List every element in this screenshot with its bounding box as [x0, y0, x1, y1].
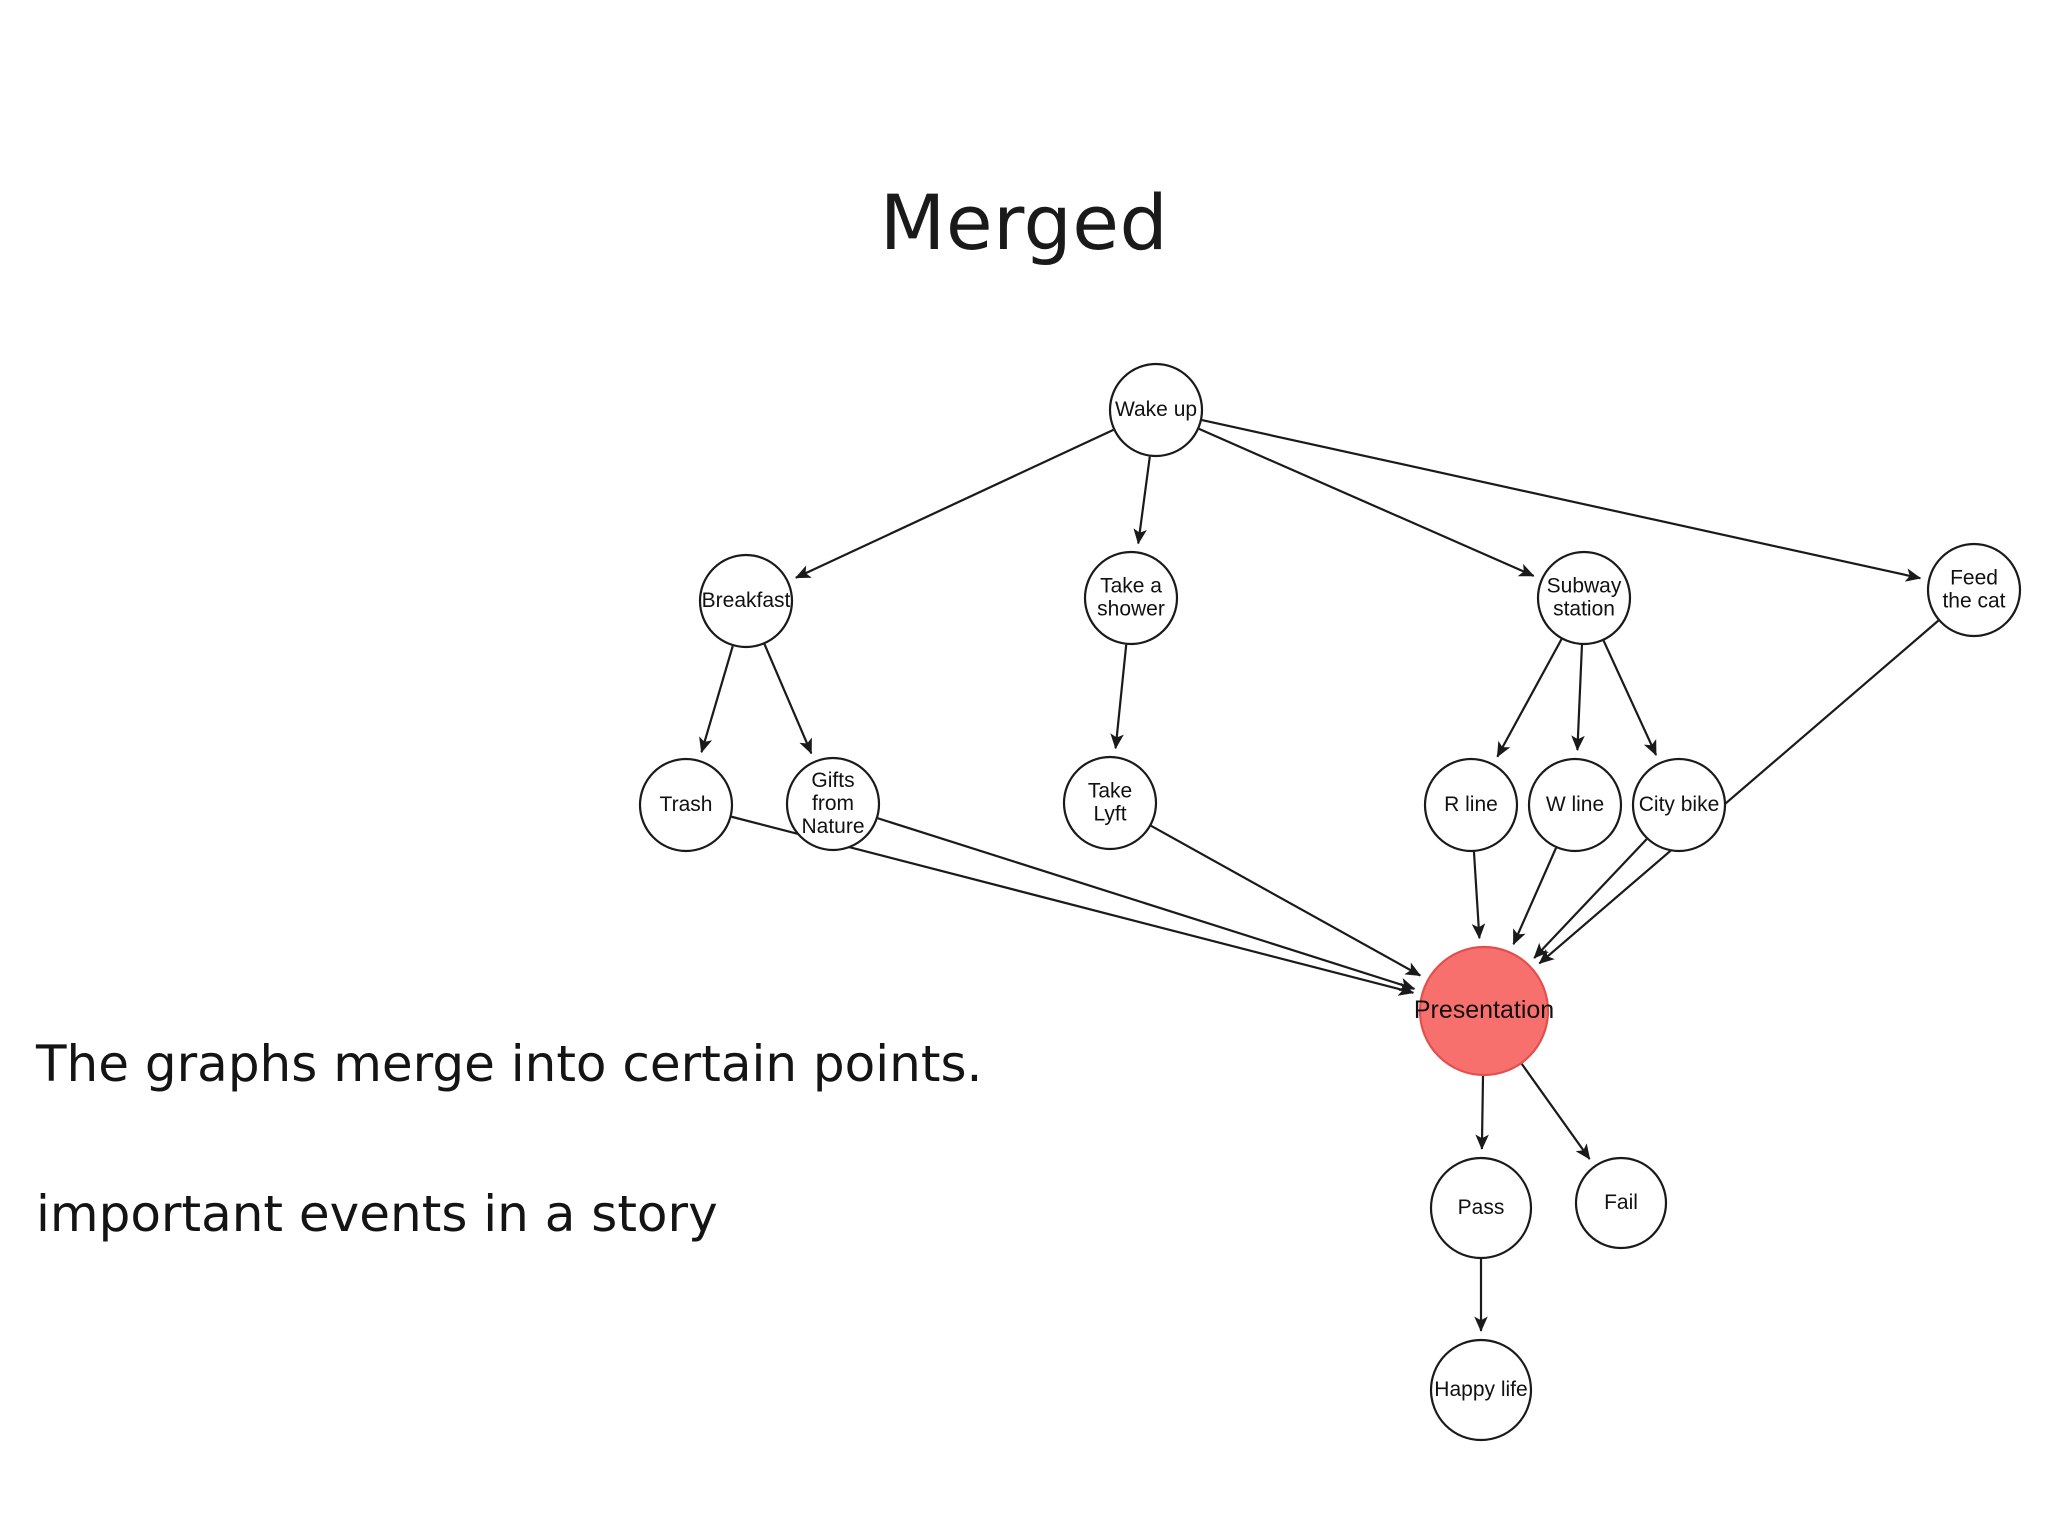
node-shape — [1631, 757, 1727, 853]
graph-edge-subway_station-to-r_line — [1496, 638, 1563, 758]
node-shape — [1527, 757, 1623, 853]
graph-edge-w_line-to-presentation — [1512, 847, 1558, 946]
graph-edge-subway_station-to-city_bike — [1602, 640, 1658, 756]
graph-node-fail[interactable]: Fail — [1574, 1156, 1668, 1250]
page-title: Merged — [879, 178, 1169, 267]
node-label: Pass — [1458, 1196, 1505, 1219]
node-shape — [1423, 757, 1519, 853]
node-shape — [1429, 1156, 1533, 1260]
body-text-line-1: The graphs merge into certain points. — [36, 1035, 983, 1093]
graph-node-trash[interactable]: Trash — [638, 757, 734, 853]
node-label: W line — [1546, 793, 1604, 816]
node-label: Fail — [1604, 1191, 1638, 1214]
node-shape — [1926, 542, 2022, 638]
graph-node-r_line[interactable]: R line — [1423, 757, 1519, 853]
graph-edge-presentation-to-pass — [1475, 1075, 1489, 1150]
node-label: Happy life — [1434, 1378, 1527, 1401]
graph-edge-subway_station-to-w_line — [1571, 644, 1585, 751]
graph-edge-take_a_shower-to-take_lyft — [1110, 644, 1128, 750]
node-shape — [1536, 550, 1632, 646]
node-label: Presentation — [1414, 996, 1554, 1024]
graph-edge-wake_up-to-subway_station — [1198, 427, 1535, 577]
edge-layer — [699, 419, 1940, 1332]
graph-edge-wake_up-to-breakfast — [795, 428, 1114, 579]
graph-node-breakfast[interactable]: Breakfast — [698, 553, 794, 649]
graph-node-pass[interactable]: Pass — [1429, 1156, 1533, 1260]
graph-edge-r_line-to-presentation — [1471, 851, 1486, 940]
node-label: Trash — [660, 793, 713, 816]
node-shape — [1062, 755, 1158, 851]
node-label: Breakfast — [702, 589, 791, 612]
graph-edge-city_bike-to-presentation — [1533, 838, 1648, 959]
graph-edge-wake_up-to-take_a_shower — [1133, 456, 1151, 545]
node-shape — [1418, 945, 1550, 1077]
node-shape — [1429, 1338, 1533, 1442]
node-shape — [1574, 1156, 1668, 1250]
node-shape — [1083, 550, 1179, 646]
node-shape — [698, 553, 794, 649]
graph-edge-breakfast-to-trash — [699, 645, 734, 754]
graph-node-w_line[interactable]: W line — [1527, 757, 1623, 853]
node-label: Wake up — [1115, 398, 1197, 421]
node-shape — [785, 756, 881, 852]
body-text-line-2: important events in a story — [36, 1185, 718, 1243]
graph-edge-take_lyft-to-presentation — [1150, 824, 1422, 977]
graph-node-wake_up[interactable]: Wake up — [1108, 362, 1204, 458]
graph-edge-breakfast-to-gifts — [763, 643, 813, 755]
graph-node-happy_life[interactable]: Happy life — [1429, 1338, 1533, 1442]
node-label: R line — [1444, 793, 1498, 816]
graph-edge-gifts-to-presentation — [877, 817, 1416, 991]
node-shape — [638, 757, 734, 853]
node-label: City bike — [1639, 793, 1720, 816]
graph-edge-feed_the_cat-to-presentation — [1538, 619, 1940, 965]
graph-node-presentation[interactable]: Presentation — [1414, 945, 1554, 1077]
graph-edge-wake_up-to-feed_the_cat — [1201, 419, 1922, 582]
graph-edge-presentation-to-fail — [1520, 1063, 1591, 1160]
graph-node-city_bike[interactable]: City bike — [1631, 757, 1727, 853]
node-shape — [1108, 362, 1204, 458]
